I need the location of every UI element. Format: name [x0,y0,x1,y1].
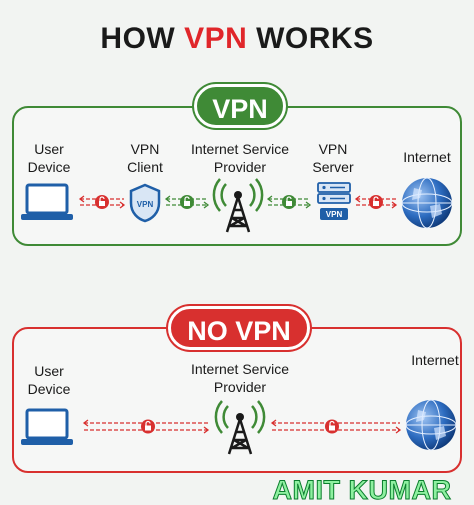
vpn-link-1-icon [78,195,126,209]
laptop-icon [21,183,73,220]
novpn-internet-label: Internet [411,352,459,368]
novpn-badge: NO VPN [168,306,310,350]
novpn-cell-tower-icon [214,400,266,455]
novpn-globe-icon [405,399,457,451]
vpn-server-label: VPN Server [312,141,354,175]
shield-tag: VPN [137,200,154,209]
novpn-user-device-label: User Device [27,363,71,397]
cell-tower-icon [212,178,264,233]
server-tag: VPN [326,210,343,219]
vpn-user-device-label: User Device [27,141,71,175]
title-accent: VPN [184,22,248,55]
novpn-link-2-icon [270,419,402,434]
page-title: HOW VPN WORKS [0,22,474,56]
vpn-badge: VPN [194,84,286,128]
novpn-isp-label: Internet Service Provider [190,361,290,395]
vpn-isp-label: Internet Service Provider [190,141,290,175]
vpn-client-label: VPN Client [127,141,163,175]
vpn-link-2-icon [164,195,210,209]
novpn-link-1-icon [82,419,210,434]
globe-icon [401,177,453,229]
novpn-laptop-icon [21,408,73,445]
vpn-internet-label: Internet [403,149,451,165]
shield-icon: VPN [129,183,161,223]
vpn-link-3-icon [266,195,312,209]
server-icon: VPN [317,182,351,220]
title-prefix: HOW [100,22,185,55]
author-watermark: AMIT KUMAR [272,475,452,505]
vpn-link-4-icon [354,195,398,209]
title-suffix: WORKS [247,22,374,55]
